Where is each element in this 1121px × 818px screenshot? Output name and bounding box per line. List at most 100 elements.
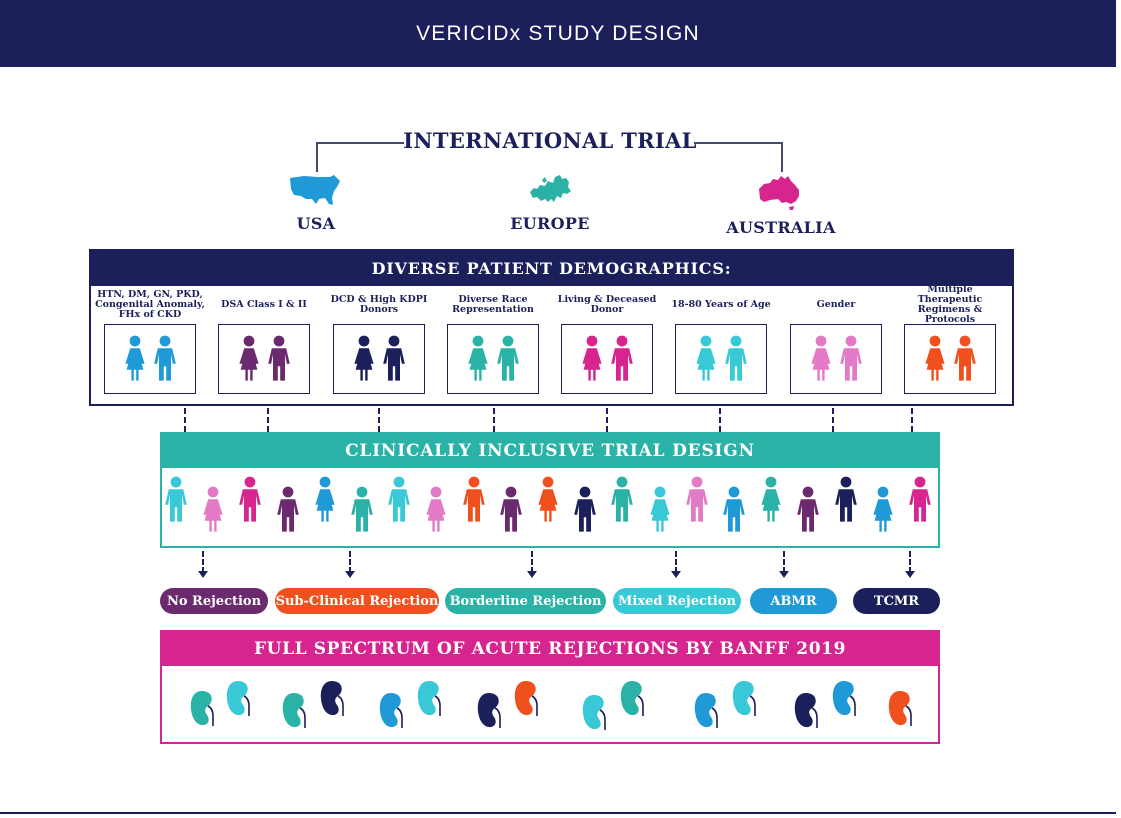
connector-line: [493, 408, 495, 432]
kidney: [475, 690, 503, 734]
kidney: [415, 678, 443, 722]
person-icon: [499, 486, 522, 532]
demographic-label: Multiple Therapeutic Regimens & Protocol…: [917, 284, 983, 325]
bracket-right: [694, 142, 783, 172]
person-icon: [761, 476, 781, 522]
person-icon: [696, 335, 716, 381]
kidney-icon: [320, 681, 344, 716]
demographic-label: DCD & High KDPI Donors: [330, 294, 428, 315]
person-icon: [315, 476, 335, 522]
kidney-icon: [226, 681, 250, 716]
kidney-icon: [832, 681, 856, 716]
person-icon: [497, 335, 519, 381]
demographic-column: Living & Deceased Donor: [552, 289, 662, 394]
crowd-person: [610, 476, 634, 528]
person-icon: [582, 335, 602, 381]
kidney: [618, 678, 646, 722]
kidney-icon: [694, 693, 718, 728]
demographic-card: [675, 324, 767, 394]
connector-line: [378, 408, 380, 432]
demographics-title: DIVERSE PATIENT DEMOGRAPHICS:: [91, 251, 1012, 286]
kidney: [512, 678, 540, 722]
kidney: [792, 690, 820, 734]
kidney: [188, 688, 216, 732]
bottom-rule: [0, 812, 1116, 814]
demographic-column: Gender: [781, 289, 891, 394]
kidney-icon: [582, 695, 606, 730]
person-icon: [649, 486, 670, 532]
rejection-pill: Mixed Rejection: [613, 588, 741, 614]
region-label: EUROPE: [510, 214, 590, 233]
crowd-person: [499, 486, 523, 538]
crowd-person: [648, 486, 672, 538]
kidney: [730, 678, 758, 722]
person-icon: [268, 335, 290, 381]
region-label: USA: [296, 214, 336, 233]
demographic-card: [447, 324, 539, 394]
person-icon: [538, 476, 558, 522]
kidney: [224, 678, 252, 722]
person-icon: [239, 335, 259, 381]
crowd-person: [722, 486, 746, 538]
crowd-person: [573, 486, 597, 538]
person-icon: [723, 486, 745, 532]
kidney-icon: [477, 693, 501, 728]
person-icon: [834, 476, 857, 522]
kidney-icon: [417, 681, 441, 716]
patient-crowd: [162, 434, 942, 550]
demographic-card: [790, 324, 882, 394]
kidney-icon: [794, 693, 818, 728]
kidney-icon: [888, 691, 912, 726]
demographic-column: DCD & High KDPI Donors: [324, 289, 434, 394]
person-icon: [909, 476, 931, 522]
kidney-icon: [379, 693, 403, 728]
person-icon: [426, 486, 446, 532]
person-icon: [925, 335, 945, 381]
europe-map-icon: [530, 175, 571, 202]
person-icon: [685, 476, 708, 522]
kidney: [830, 678, 858, 722]
person-icon: [725, 335, 747, 381]
demographic-column: 18-80 Years of Age: [666, 289, 776, 394]
person-icon: [840, 335, 862, 381]
crowd-person: [908, 476, 932, 528]
demographic-card: [561, 324, 653, 394]
demographic-card: [104, 324, 196, 394]
connector-line: [267, 408, 269, 432]
region-australia: AUSTRALIA: [711, 172, 851, 237]
demographic-card: [333, 324, 425, 394]
person-icon: [165, 476, 187, 522]
person-icon: [954, 335, 976, 381]
rejection-pill: Sub-Clinical Rejection: [275, 588, 439, 614]
person-icon: [797, 486, 820, 532]
kidney: [377, 690, 405, 734]
person-icon: [611, 476, 634, 522]
person-icon: [873, 486, 893, 532]
crowd-person: [164, 476, 188, 528]
inclusive-trial-title: CLINICALLY INCLUSIVE TRIAL DESIGN: [162, 434, 938, 468]
crowd-person: [387, 476, 411, 528]
international-trial-title: INTERNATIONAL TRIAL: [403, 128, 697, 153]
person-icon: [811, 335, 831, 381]
person-icon: [203, 486, 223, 532]
page-title: VERICIDx STUDY DESIGN: [416, 21, 700, 45]
demographics-panel: DIVERSE PATIENT DEMOGRAPHICS: HTN, DM, G…: [89, 249, 1014, 406]
kidney-icon: [514, 681, 538, 716]
australia-map-icon: [759, 176, 799, 210]
kidney-icon: [190, 691, 214, 726]
kidney: [280, 690, 308, 734]
region-europe: EUROPE: [480, 172, 620, 233]
crowd-person: [276, 486, 300, 538]
kidney-icon: [282, 693, 306, 728]
rejection-pill: No Rejection: [160, 588, 268, 614]
inclusive-trial-panel: CLINICALLY INCLUSIVE TRIAL DESIGN: [160, 432, 940, 548]
person-icon: [276, 486, 299, 532]
kidney-row: [162, 632, 942, 746]
person-icon: [611, 335, 633, 381]
person-icon: [125, 335, 145, 381]
person-icon: [351, 486, 373, 532]
demographic-label: Gender: [816, 299, 856, 310]
crowd-person: [685, 476, 709, 528]
person-icon: [383, 335, 405, 381]
crowd-person: [238, 476, 262, 528]
